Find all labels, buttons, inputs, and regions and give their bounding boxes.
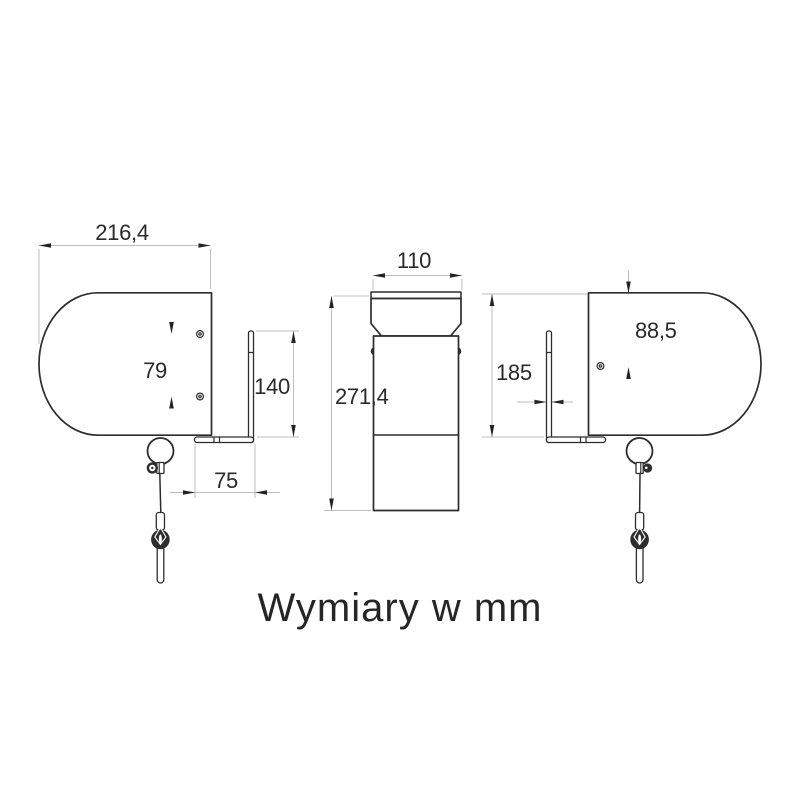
arrow-left-icon xyxy=(373,273,385,278)
arrow-down-icon xyxy=(489,425,495,437)
bracket-bottom-plate xyxy=(193,436,255,444)
dimension-label-bracket-height: 140 xyxy=(254,374,290,399)
cable-anchor xyxy=(635,461,653,475)
arrow-down-icon xyxy=(169,322,174,334)
bracket-vertical-plate xyxy=(247,330,255,444)
housing-outline xyxy=(587,291,762,437)
arrow-up-icon xyxy=(169,396,174,409)
handle-knot-slit xyxy=(158,534,162,544)
arrow-right-icon xyxy=(198,243,211,248)
mounting-bracket xyxy=(545,330,607,444)
dimension-label-housing-width: 216,4 xyxy=(95,220,149,245)
arrow-down-icon xyxy=(626,281,631,294)
handle-knot-detail xyxy=(154,526,167,546)
ball-knob xyxy=(625,437,654,465)
dimension-label-hole-spacing: 79 xyxy=(143,358,167,383)
arrow-left-icon xyxy=(551,399,564,405)
mounting-hole xyxy=(596,362,605,371)
bracket-bottom-plate xyxy=(545,436,607,444)
dimension-label-overall-height: 271,4 xyxy=(335,384,389,409)
mounting-hole xyxy=(196,392,205,401)
dimension-label-side-height: 185 xyxy=(496,360,532,385)
arrow-right-icon xyxy=(183,490,195,495)
dimension-arrows xyxy=(39,243,631,511)
mounting-hole-center xyxy=(198,332,202,336)
mounting-hole-center xyxy=(198,394,202,399)
dimension-labels: 216,4 79 140 75 110 271,4 185 88,5 xyxy=(95,220,677,493)
right-side-view xyxy=(545,291,762,584)
pull-cord xyxy=(151,472,170,584)
arrow-left-icon xyxy=(255,490,267,495)
bracket-vertical-plate xyxy=(545,330,553,444)
cord-line xyxy=(159,472,162,514)
handle-knot-detail xyxy=(633,526,646,546)
mounting-bracket xyxy=(193,330,255,444)
top-cap xyxy=(370,291,462,300)
ball-knob xyxy=(146,437,175,465)
anchor-ring xyxy=(643,463,653,473)
left-side-view xyxy=(38,291,255,584)
housing-outline xyxy=(38,291,213,437)
mounting-hole-center xyxy=(598,364,603,368)
arrow-right-icon xyxy=(534,399,547,405)
arrow-up-icon xyxy=(626,367,631,379)
arrow-right-icon xyxy=(450,273,462,278)
arrow-down-icon xyxy=(291,425,296,437)
arrow-down-icon xyxy=(329,498,334,511)
dimension-label-front-width: 110 xyxy=(397,248,431,273)
lower-body xyxy=(372,335,460,512)
anchor-ring-center xyxy=(645,466,648,470)
caption: Wymiary w mm xyxy=(258,586,543,630)
cable-anchor xyxy=(146,461,165,475)
upper-housing xyxy=(370,297,462,337)
anchor-ring-center xyxy=(151,466,154,470)
front-view xyxy=(370,291,462,512)
anchor-sleeve xyxy=(635,461,644,475)
dimension-label-hole-from-top: 88,5 xyxy=(635,318,677,343)
pull-cord xyxy=(630,472,649,584)
arrow-up-icon xyxy=(489,294,495,306)
handle-knot-slit xyxy=(638,534,642,544)
arrow-up-icon xyxy=(329,296,334,308)
mounting-hole xyxy=(196,330,205,339)
arrow-up-icon xyxy=(291,331,296,343)
dimension-label-bracket-offset: 75 xyxy=(214,468,238,493)
arrow-left-icon xyxy=(39,243,51,248)
